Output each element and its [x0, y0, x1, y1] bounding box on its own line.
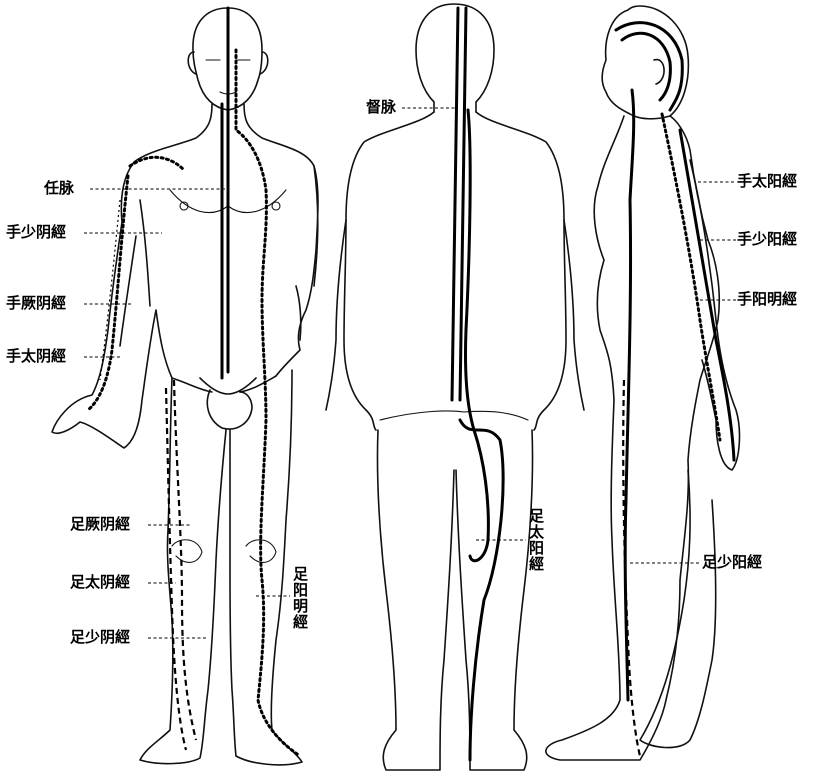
label-shou-jue-yin: 手厥阴經: [6, 296, 66, 311]
front-nipple-right: [272, 202, 280, 210]
back-taiyang-line: [465, 110, 488, 561]
back-view-figure: [326, 4, 584, 770]
back-legs: [377, 430, 532, 770]
label-ren-mai: 任脉: [44, 181, 74, 196]
label-zu-tai-yin: 足太阴經: [70, 575, 130, 590]
leader-lines: [84, 108, 736, 638]
side-shaoyang-line: [625, 90, 634, 700]
side-arm-line: [680, 130, 734, 460]
side-ear: [654, 60, 664, 84]
back-head-outline: [416, 4, 494, 112]
label-shou-yang-ming: 手阳明經: [737, 292, 797, 307]
label-shou-shao-yang: 手少阳經: [737, 232, 797, 247]
back-du-line-1: [452, 8, 458, 400]
front-yangming-line: [236, 50, 300, 756]
front-pelvis: [200, 378, 256, 429]
back-taiyang-lower: [460, 420, 503, 760]
back-arm-left: [326, 220, 346, 410]
label-zu-tai-yang: 足太阳經: [528, 508, 543, 572]
label-zu-shao-yang: 足少阳經: [702, 555, 762, 570]
label-zu-shao-yin: 足少阴經: [70, 630, 130, 645]
front-right-arm: [296, 166, 318, 340]
front-left-leg: [140, 378, 226, 764]
front-view-figure: [52, 8, 318, 765]
label-shou-shao-yin: 手少阴經: [6, 225, 66, 240]
side-back-leg: [640, 470, 716, 748]
back-waist: [380, 411, 528, 420]
label-zu-yang-ming: 足阳明經: [292, 566, 307, 630]
front-leg-dashed-1: [174, 380, 196, 740]
side-view-figure: [546, 6, 740, 760]
label-du-mai: 督脉: [366, 100, 396, 115]
label-shou-tai-yin: 手太阴經: [6, 349, 66, 364]
label-shou-tai-yang: 手太阳經: [737, 174, 797, 189]
label-zu-jue-yin: 足厥阴經: [70, 517, 130, 532]
front-knee-left: [172, 540, 202, 563]
front-torso-outline: [52, 104, 318, 448]
back-arm-right: [564, 220, 584, 410]
